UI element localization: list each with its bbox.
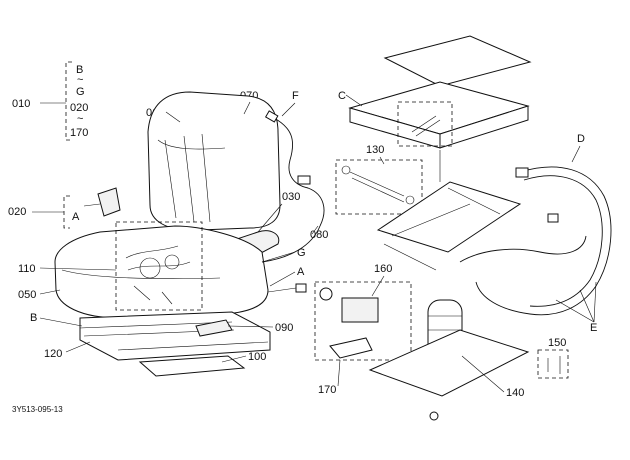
seat-assembly: [54, 91, 325, 377]
scissor-arms: [383, 187, 501, 271]
callout-030: 030: [282, 191, 300, 203]
callout-020-range: 020: [70, 102, 88, 114]
leader-110: [39, 267, 117, 271]
leader-030: [257, 203, 283, 233]
connector-d2: [547, 213, 559, 223]
leader-050: [39, 289, 61, 295]
leader-d: [571, 145, 581, 163]
leader-170: [337, 359, 341, 387]
harness-d-loop: [475, 166, 612, 316]
drawing-code: 3Y513-095-13: [12, 405, 63, 414]
bracket-020: [63, 195, 70, 229]
detail-box-160: [314, 281, 412, 361]
letter-b-seat: B: [30, 312, 37, 324]
callout-170: 170: [318, 384, 336, 396]
seat-cushion-050: [54, 225, 269, 319]
callout-130: 130: [366, 144, 384, 156]
connector-a: [295, 283, 307, 293]
cable-end-f: [264, 110, 279, 123]
shock-bolt-2: [405, 195, 415, 205]
leader-140: [461, 355, 505, 393]
mount-bracket-170: [329, 337, 373, 359]
callout-170-range: 170: [70, 127, 88, 139]
callout-080: 080: [310, 229, 328, 241]
leader-b: [39, 317, 83, 327]
cable-connector-080: [297, 175, 311, 185]
leader-e-3: [555, 299, 595, 323]
connector-d: [515, 167, 529, 178]
wire-harness-d-e: [459, 145, 612, 323]
bolt-140: [429, 411, 439, 421]
letter-g-range: G: [76, 86, 85, 98]
callout-100: 100: [248, 351, 266, 363]
leader-100: [221, 355, 247, 363]
callout-150: 150: [548, 337, 566, 349]
range-tilde-2: ~: [77, 113, 83, 125]
leader-e-1: [579, 289, 595, 323]
leader-a-bracket: [83, 203, 101, 207]
letter-e: E: [590, 322, 597, 334]
callout-110: 110: [18, 263, 36, 275]
leader-160: [371, 275, 385, 297]
callout-050: 050: [18, 289, 36, 301]
harness-e-branch: [459, 235, 587, 263]
letter-c: C: [338, 90, 346, 102]
letter-f: F: [292, 90, 299, 102]
leader-g: [261, 251, 296, 263]
compressor-160: [341, 297, 379, 323]
slide-rail-assembly: [314, 35, 569, 421]
callout-160: 160: [374, 263, 392, 275]
slide-frame-side-2: [439, 105, 529, 149]
callout-020: 020: [8, 206, 26, 218]
seat-leaders: [39, 101, 319, 363]
callout-090: 090: [275, 322, 293, 334]
cushion-seam: [61, 269, 221, 280]
backrest-seams: [164, 133, 211, 223]
bracket-010: [65, 61, 72, 141]
leader-e-2: [593, 281, 597, 323]
harness-d-inner: [523, 175, 603, 307]
leader-130: [379, 156, 385, 165]
harness-connector: [139, 257, 161, 279]
shock-bolt-1: [341, 165, 351, 175]
callout-140: 140: [506, 387, 524, 399]
bolts-150: [547, 356, 561, 374]
cable-080: [261, 225, 321, 263]
base-plate-140: [368, 329, 530, 397]
leader-120: [65, 341, 91, 353]
cable-070-f: [273, 117, 325, 227]
letter-d: D: [577, 133, 585, 145]
harness-box-110: [115, 221, 203, 311]
damper-c: [411, 115, 441, 137]
clamp-ring: [319, 287, 333, 301]
leader-f: [281, 102, 296, 117]
range-tilde-1: ~: [77, 74, 83, 86]
backrest-contour: [157, 139, 226, 150]
harness-connector-2: [164, 254, 180, 270]
leader-a: [269, 271, 296, 287]
range-brackets: [32, 61, 72, 229]
base-plate-100: [138, 355, 246, 377]
connector-a-wire: [267, 287, 297, 293]
shock-130: [349, 171, 405, 203]
detail-box-130: [335, 159, 423, 215]
leader-060: [165, 111, 181, 123]
leader-c: [345, 94, 363, 107]
switch-020: [97, 187, 121, 217]
lever-090: [195, 319, 233, 337]
leader-080: [311, 225, 319, 235]
letter-a-bracket: A: [72, 211, 80, 223]
detail-box-150: [537, 349, 569, 379]
letter-a-seat: A: [297, 266, 305, 278]
leader-070: [243, 101, 251, 115]
letter-g-seat: G: [297, 247, 306, 259]
callout-120: 120: [44, 348, 62, 360]
scissor-top: [376, 181, 522, 253]
letter-b-range: B: [76, 64, 83, 76]
callout-010: 010: [12, 98, 30, 110]
leader-090: [227, 325, 274, 328]
suspension-base-120: [79, 311, 271, 361]
top-plate: [383, 35, 532, 87]
